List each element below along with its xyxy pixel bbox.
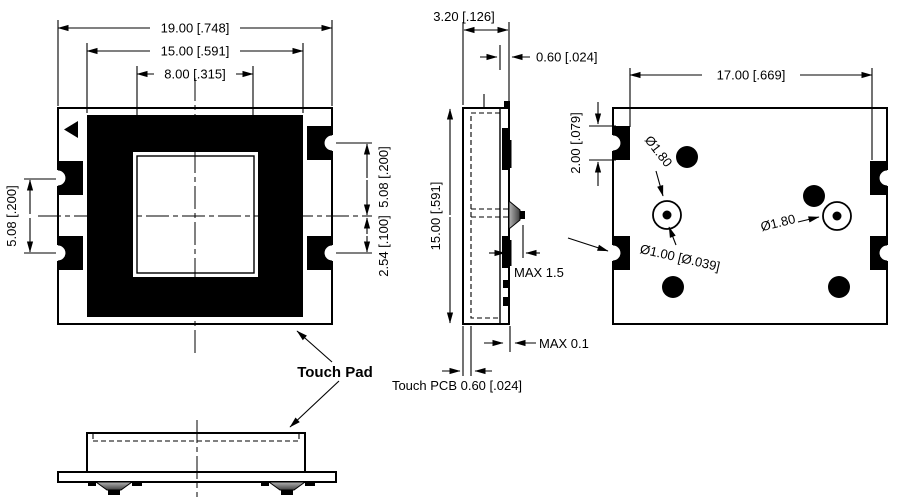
dim-overall-width-text: 19.00 [.748] xyxy=(161,21,230,36)
castellation-notch xyxy=(324,245,340,261)
side-dimensions: 3.20 [.126] 0.60 [.024] 15.00 [.591] MAX… xyxy=(392,9,598,393)
dim-left-pitch-text: 5.08 [.200] xyxy=(4,185,19,246)
castellation-notch xyxy=(605,135,621,151)
dim-right-lower-pitch-text: 2.54 [.100] xyxy=(376,215,391,276)
side-view: 3.20 [.126] 0.60 [.024] 15.00 [.591] MAX… xyxy=(392,9,598,393)
via-left xyxy=(652,200,682,230)
touch-pad-leader-lower xyxy=(289,380,340,428)
via-right xyxy=(822,201,852,231)
solder-dot xyxy=(662,276,684,298)
side-solder-pads xyxy=(502,101,512,306)
castellation-notch xyxy=(324,135,340,151)
dim-hole-diameter-text: Ø1.00 [Ø.039] xyxy=(639,241,722,274)
profile-foot-right xyxy=(261,481,315,495)
dim-via-left-diameter-text: Ø1.80 xyxy=(642,133,676,170)
front-castellations xyxy=(50,126,340,270)
profile-view: Touch Pad xyxy=(57,330,373,497)
pin1-triangle-marker xyxy=(64,121,78,138)
solder-dot xyxy=(803,185,825,207)
dim-module-pcb-thickness-text: 0.60 [.024] xyxy=(536,50,597,65)
extension-lines xyxy=(589,68,873,161)
solder-dots xyxy=(662,146,850,298)
castellation-notch xyxy=(50,245,66,261)
dim-pad-span-text: 17.00 [.669] xyxy=(717,68,786,83)
touch-pcb-hidden-edge xyxy=(470,112,500,319)
front-view: 19.00 [.748] 15.00 [.591] 8.00 [.315] 5.… xyxy=(4,20,391,356)
front-dimensions: 19.00 [.748] 15.00 [.591] 8.00 [.315] 5.… xyxy=(4,20,391,277)
dim-opening-width-text: 8.00 [.315] xyxy=(164,67,225,82)
dim-height-text: 15.00 [.591] xyxy=(428,182,443,251)
profile-foot-left xyxy=(88,481,142,495)
touch-pad-label: Touch Pad xyxy=(297,364,373,381)
profile-hidden-pad-line xyxy=(92,434,300,442)
castellation-notch xyxy=(879,170,895,186)
bump-hole-hidden-lines xyxy=(471,208,509,218)
dim-pad-width-text: 15.00 [.591] xyxy=(161,44,230,59)
contact-bump-cone xyxy=(508,199,521,231)
castellation-notch xyxy=(879,245,895,261)
dim-touch-pcb-thickness-text: Touch PCB 0.60 [.024] xyxy=(392,378,522,393)
solder-dot xyxy=(828,276,850,298)
profile-body xyxy=(86,432,306,473)
dim-via-right-diameter-text: Ø1.80 xyxy=(759,211,797,234)
castellation-notch xyxy=(50,170,66,186)
extension-lines xyxy=(462,22,524,376)
dim-edge-pad-height-text: 2.00 [.079] xyxy=(568,112,583,173)
contact-bump-tip xyxy=(520,211,525,219)
touch-pad-leader-upper xyxy=(296,330,333,363)
solder-dot xyxy=(676,146,698,168)
extension-lines xyxy=(24,20,372,254)
dim-contact-bump-text: MAX 1.5 xyxy=(514,265,564,280)
back-outline xyxy=(612,107,888,325)
back-castellations xyxy=(605,126,895,270)
back-view: 17.00 [.669] 2.00 [.079] Ø1.80 Ø1.80 Ø1.… xyxy=(567,68,895,325)
dim-pad-protrusion-text: MAX 0.1 xyxy=(539,336,589,351)
dim-total-thickness-text: 3.20 [.126] xyxy=(433,9,494,24)
castellation-notch xyxy=(605,245,621,261)
dim-right-upper-pitch-text: 5.08 [.200] xyxy=(376,146,391,207)
